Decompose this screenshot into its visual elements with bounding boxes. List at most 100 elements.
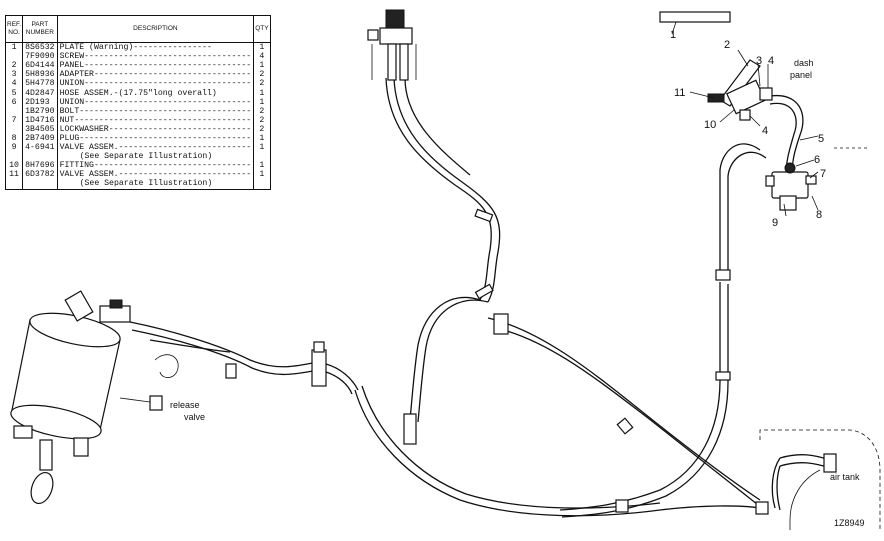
hose-clamp: [715, 269, 731, 281]
callout-3: 3: [756, 55, 762, 67]
row-ref-no: [5, 179, 24, 189]
hose-line: [393, 77, 501, 303]
row-ref-no: 6: [5, 97, 24, 107]
row-description: HOSE ASSEM.-(17.75"long overall): [57, 88, 255, 98]
row-ref-no: [5, 152, 24, 162]
release-valve: [149, 395, 163, 411]
row-description: BOLT-----------------------------------: [57, 106, 255, 116]
callout-8: 8: [816, 209, 822, 221]
release-valve-label-line1: release: [170, 400, 200, 410]
adapter-fitting: [739, 109, 751, 121]
row-description: PLATE (Warning)----------------: [57, 42, 255, 53]
tee-fitting: [493, 313, 509, 335]
tank-bottom-fitting: [13, 425, 33, 439]
row-ref-no: 7: [5, 115, 24, 125]
figure-number: 1Z8949: [834, 518, 865, 528]
leader-line: [809, 171, 819, 179]
row-part-number: 6D3782: [22, 170, 58, 180]
hose-clamp: [225, 363, 237, 379]
leader-line: [671, 21, 677, 35]
air-tank: [759, 429, 881, 530]
hose-line: [776, 465, 781, 511]
callout-10: 10: [704, 119, 716, 131]
row-description: VALVE ASSEM.---------------------------: [57, 143, 255, 153]
row-ref-no: 1: [5, 42, 24, 53]
hose-line: [771, 457, 781, 509]
callout-11: 11: [674, 87, 685, 99]
row-description: PLUG-----------------------------------: [57, 133, 255, 144]
row-part-number: 4-6941: [22, 143, 58, 153]
hose-line: [325, 363, 359, 391]
hose-clamp: [474, 283, 494, 300]
hose-line: [417, 299, 489, 423]
hose-line: [487, 317, 761, 501]
row-description: ADAPTER--------------------------------: [57, 70, 255, 80]
hose-line: [779, 454, 831, 461]
row-ref-no: 10: [5, 161, 24, 171]
release-valve-pipe: [119, 397, 151, 403]
release-valve-cloud: [154, 354, 179, 378]
row-part-number: 5H4778: [22, 79, 58, 89]
row-description: VALVE ASSEM.---------------------------: [57, 170, 255, 180]
top-valve-head: [385, 9, 405, 29]
hose-line: [769, 102, 797, 176]
hose-line: [325, 371, 353, 395]
top-valve-stem: [387, 43, 397, 81]
row-ref-no: 8: [5, 133, 24, 144]
leader-line: [719, 109, 735, 123]
callout-2: 2: [724, 39, 730, 51]
leader-line: [783, 203, 787, 217]
hose-line: [495, 327, 763, 509]
row-part-number: 2D193: [22, 97, 58, 107]
row-part-number: 6D4144: [22, 61, 58, 71]
callout-numbers: 1 2 3 4 4 5 6 7 8 9 10 11: [670, 29, 826, 229]
hose-line: [719, 143, 761, 270]
hose-line: [769, 94, 804, 176]
hose-line: [727, 151, 767, 272]
row-description: UNION----------------------------------: [57, 79, 255, 89]
dash-panel-label-line1: dash: [794, 58, 814, 68]
top-valve-assembly: [367, 9, 417, 81]
hose-line: [149, 339, 231, 353]
row-qty: 2: [259, 70, 265, 80]
row-part-number: 4D2847: [22, 88, 58, 98]
tank-valve-cap: [109, 299, 123, 309]
hose-end-fitting: [403, 413, 417, 445]
header-part-number: PART NUMBER: [22, 15, 58, 43]
row-qty: 2: [259, 124, 265, 134]
callout-4a: 4: [768, 55, 774, 67]
row-part-number: [22, 152, 58, 162]
hose-line: [361, 385, 661, 509]
dash-valve-assembly: [707, 59, 773, 121]
hose-connectors: [225, 208, 837, 515]
leader-lines: [689, 49, 870, 217]
row-ref-no: 4: [5, 79, 24, 89]
hose-line: [779, 462, 831, 469]
relay-valve-base: [779, 195, 797, 211]
hose-clamp: [474, 208, 494, 223]
hose-clamp: [755, 501, 769, 515]
leader-line: [799, 135, 819, 141]
row-description: (See Separate Illustration): [57, 179, 255, 189]
callout-7: 7: [820, 168, 826, 180]
mounting-bolt: [765, 175, 775, 187]
parts-table-row: (See Separate Illustration): [5, 152, 271, 162]
hose-line: [385, 77, 492, 301]
row-ref-no: 5: [5, 88, 24, 98]
row-qty: 1: [259, 170, 265, 180]
callout-5: 5: [818, 133, 824, 145]
parts-table-header-row: REF. NO. PART NUMBER DESCRIPTION QTY: [4, 15, 271, 43]
leader-line: [795, 159, 815, 167]
top-valve-body: [379, 27, 413, 45]
row-qty: 2: [259, 79, 265, 89]
bracket-tab: [367, 29, 379, 41]
callout-1: 1: [670, 29, 676, 41]
row-qty: 1: [259, 133, 265, 143]
row-qty: 1: [259, 43, 265, 53]
